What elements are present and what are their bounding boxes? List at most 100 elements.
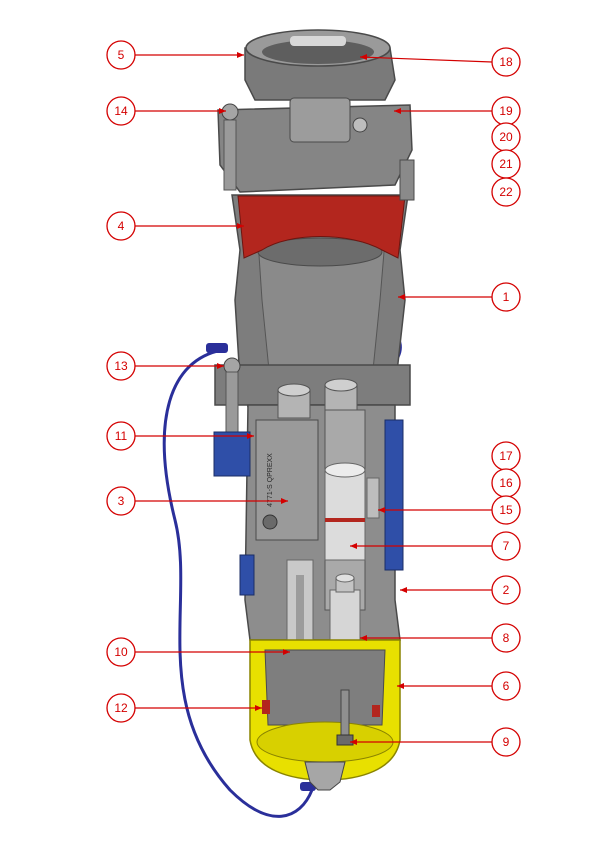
bayonet-ring-bore (262, 40, 374, 64)
callout-number: 15 (499, 503, 513, 517)
mid-flange (214, 364, 411, 406)
callout-16: 16 (491, 468, 521, 498)
callout-circle (106, 351, 136, 381)
side-bracket-right (399, 159, 415, 201)
blue-ring-left (239, 554, 255, 596)
callout-number: 7 (503, 539, 510, 553)
callout-1: 1 (398, 282, 521, 312)
callout-12: 12 (106, 693, 262, 723)
leader-arrowhead (237, 52, 244, 58)
callout-circle (491, 282, 521, 312)
collar-bolt-shank (223, 119, 237, 191)
leader-arrowhead (350, 543, 357, 549)
callout-circle (491, 495, 521, 525)
tube-left-top (277, 383, 311, 397)
leader-arrowhead (398, 294, 405, 300)
contact-pin-7-top (324, 462, 366, 478)
callout-number: 11 (115, 429, 128, 443)
leader-arrowhead (255, 705, 262, 711)
callout-circle (491, 575, 521, 605)
callout-circle (491, 177, 521, 207)
clamp-screw-head (352, 117, 368, 133)
callout-number: 17 (499, 449, 513, 463)
callout-number: 1 (503, 290, 510, 304)
callout-9: 9 (350, 727, 521, 757)
callout-number: 14 (114, 104, 128, 118)
callout-circle (106, 96, 136, 126)
cap-screw-head (336, 734, 354, 746)
callout-circle (491, 623, 521, 653)
callout-17: 17 (491, 441, 521, 471)
contact-pin-7 (324, 469, 366, 561)
callout-14: 14 (106, 96, 226, 126)
callout-15: 15 (378, 495, 521, 525)
callout-number: 20 (499, 130, 513, 144)
red-seal (237, 195, 406, 259)
callouts: 5 18 14 19 20 21 22 4 1 13 11 17 16 3 15 7 2 8 10 6 12 9 (106, 40, 521, 757)
leader-arrowhead (247, 433, 254, 439)
callout-number: 22 (499, 185, 513, 199)
tube-10-slot (296, 575, 304, 675)
callout-number: 3 (118, 494, 125, 508)
callout-circle (106, 637, 136, 667)
callout-number: 13 (114, 359, 128, 373)
callout-number: 10 (114, 645, 128, 659)
pin-7-red-ring (325, 518, 365, 522)
yellow-cap-inner (264, 649, 386, 726)
callout-circle (106, 693, 136, 723)
leader-arrowhead (217, 363, 224, 369)
callout-22: 22 (491, 177, 521, 207)
leader-arrowhead (360, 54, 367, 60)
callout-2: 2 (400, 575, 521, 605)
callout-circle (106, 40, 136, 70)
blue-clip-right (384, 419, 404, 571)
callout-18: 18 (359, 47, 521, 77)
leader-arrowhead (360, 635, 367, 641)
cap-red-edge-left (262, 700, 270, 714)
flange-bolt-shank (225, 371, 239, 435)
callout-19: 19 (394, 96, 521, 126)
callout-circle (106, 486, 136, 516)
callout-number: 2 (503, 583, 510, 597)
callout-number: 19 (499, 104, 513, 118)
callout-number: 9 (503, 735, 510, 749)
leader-line (359, 56, 493, 63)
tube-right-top (324, 378, 358, 392)
callout-circle (491, 671, 521, 701)
callout-number: 4 (118, 219, 125, 233)
insert-engraving: 4771-S QPREXX (267, 453, 274, 507)
cable-lug-top (206, 343, 228, 353)
connector-assembly: 4771-S QPREXX (162, 29, 415, 818)
callout-13: 13 (106, 351, 224, 381)
callout-21: 21 (491, 149, 521, 179)
leader-arrowhead (394, 108, 401, 114)
callout-circle (491, 531, 521, 561)
leader-arrowhead (281, 498, 288, 504)
leader-arrowhead (283, 649, 290, 655)
callout-7: 7 (350, 531, 521, 561)
callout-10: 10 (106, 637, 290, 667)
side-pin (366, 477, 380, 519)
callout-4: 4 (106, 211, 244, 241)
bayonet-slot (290, 36, 346, 46)
callout-number: 16 (499, 476, 513, 490)
callout-circle (491, 727, 521, 757)
cap-screw-shank (340, 689, 350, 741)
callout-number: 18 (499, 55, 513, 69)
insert-screw (262, 514, 278, 530)
ground-lug (304, 761, 346, 791)
callout-number: 6 (503, 679, 510, 693)
callout-number: 5 (118, 48, 125, 62)
callout-number: 21 (499, 157, 513, 171)
contact-pin-8-top (335, 573, 355, 583)
leader-arrowhead (397, 683, 404, 689)
callout-number: 8 (503, 631, 510, 645)
callout-circle (491, 47, 521, 77)
leader-arrowhead (350, 739, 357, 745)
leader-arrowhead (219, 108, 226, 114)
callout-number: 12 (114, 701, 128, 715)
callout-3: 3 (106, 486, 288, 516)
blue-clip-left (213, 431, 251, 477)
collar-bolt-head (221, 103, 239, 121)
